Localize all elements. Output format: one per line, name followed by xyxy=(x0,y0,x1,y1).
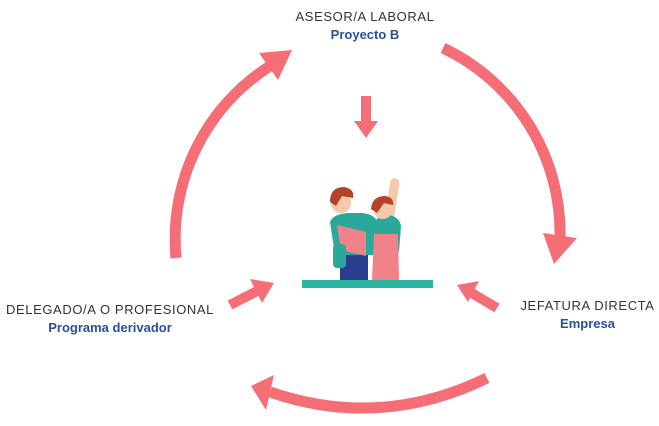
inward-arrow-left xyxy=(227,279,274,310)
node-left-role: DELEGADO/A O PROFESIONAL xyxy=(5,302,214,317)
worker-left xyxy=(330,187,380,280)
cycle-arrow-left-to-top xyxy=(169,50,292,259)
node-top-org: Proyecto B xyxy=(330,26,400,42)
inward-arrows xyxy=(227,96,500,313)
platform xyxy=(302,280,433,288)
node-left-org: Programa derivador xyxy=(48,319,172,335)
node-right-role: JEFATURA DIRECTA xyxy=(520,298,655,313)
inward-arrow-right xyxy=(457,281,500,313)
node-top-role: ASESOR/A LABORAL xyxy=(295,9,435,24)
two-workers-illustration xyxy=(302,178,433,288)
worker-right xyxy=(371,178,401,280)
cycle-arrows xyxy=(169,43,577,414)
node-jefatura-directa: JEFATURA DIRECTA Empresa xyxy=(516,297,659,332)
node-delegado-profesional: DELEGADO/A O PROFESIONAL Programa deriva… xyxy=(0,301,220,336)
node-right-org: Empresa xyxy=(560,315,615,331)
node-asesor-laboral: ASESOR/A LABORAL Proyecto B xyxy=(255,8,475,43)
cycle-arrow-top-to-right xyxy=(440,43,577,264)
inward-arrow-top xyxy=(354,96,378,138)
cycle-arrow-right-to-left xyxy=(251,373,490,414)
